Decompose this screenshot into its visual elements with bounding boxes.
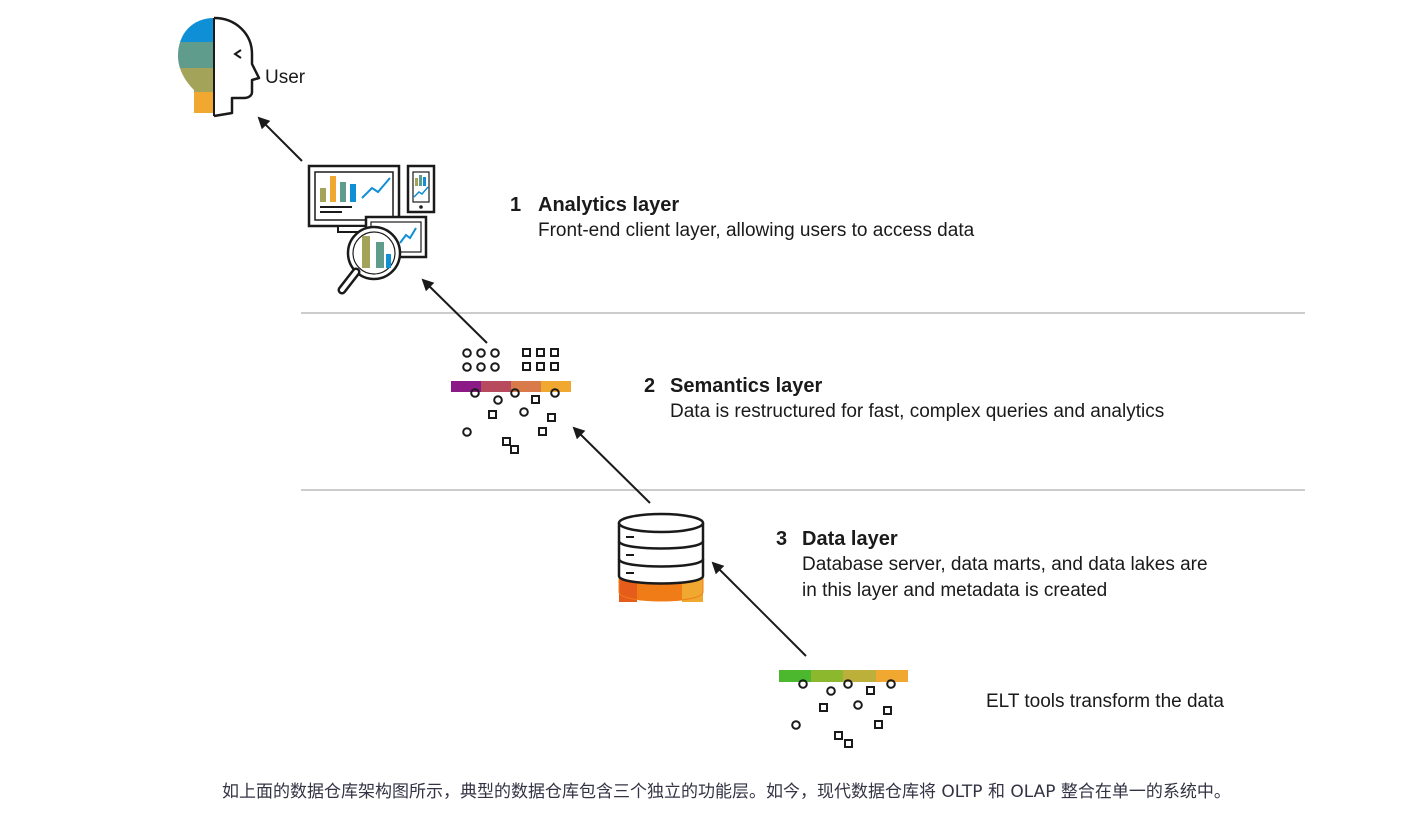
layer-3-title: Data layer — [802, 528, 898, 550]
elt-shapes-icon — [779, 670, 908, 748]
layer-3-number: 3 — [776, 528, 788, 550]
semantic-shapes-icon — [451, 348, 571, 454]
layer-2-description: Data is restructured for fast, complex q… — [670, 401, 1165, 422]
elt-label: ELT tools transform the data — [986, 691, 1224, 712]
layer-1-title: Analytics layer — [538, 194, 680, 216]
flow-arrow — [711, 561, 807, 657]
layer-3-description-line-2: in this layer and metadata is created — [802, 580, 1108, 601]
user-head-icon — [178, 16, 261, 118]
user-label: User — [265, 67, 306, 88]
figure-caption: 如上面的数据仓库架构图所示，典型的数据仓库包含三个独立的功能层。如今，现代数据仓… — [222, 782, 1231, 802]
database-icon — [617, 512, 705, 602]
layer-1-number: 1 — [510, 194, 522, 216]
layer-1-description: Front-end client layer, allowing users t… — [538, 220, 975, 241]
flow-arrow — [572, 426, 651, 504]
layer-3-description-line-1: Database server, data marts, and data la… — [802, 554, 1208, 575]
analytics-devices-icon — [307, 164, 436, 259]
magnifier-icon — [337, 225, 402, 295]
layer-2-title: Semantics layer — [670, 375, 823, 397]
layer-2-number: 2 — [644, 375, 656, 397]
flow-arrow — [257, 116, 303, 162]
flow-arrow — [421, 278, 488, 344]
